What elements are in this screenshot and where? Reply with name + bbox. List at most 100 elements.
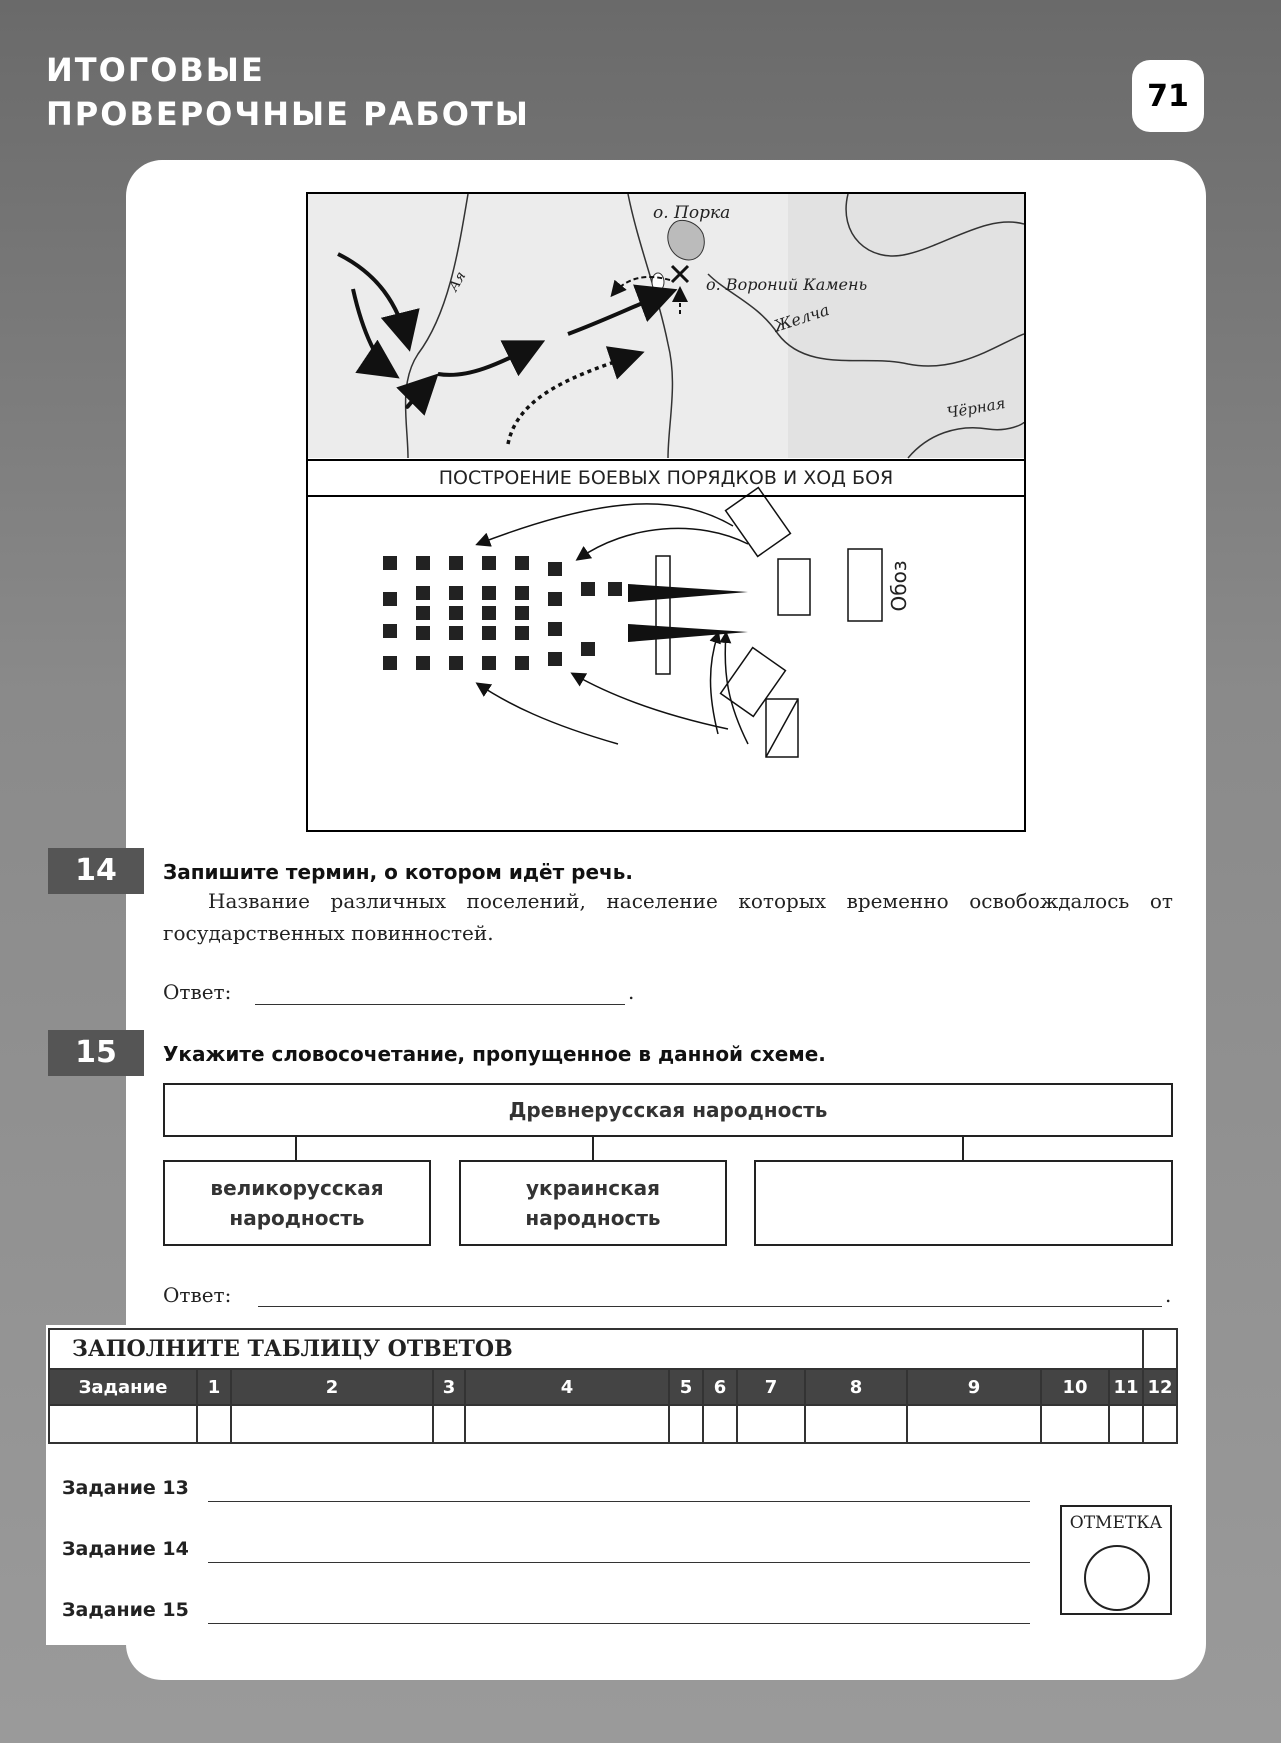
scheme-connector (592, 1137, 594, 1161)
front-line (655, 555, 671, 675)
river-chernaya (907, 421, 1024, 459)
task-14-question: Запишите термин, о котором идёт речь. (163, 860, 633, 884)
answer-cell[interactable] (668, 1404, 704, 1444)
attack-arrow-dashed (506, 346, 645, 445)
footer-task-15-label: Задание 15 (62, 1599, 189, 1621)
header-cell-12: 12 (1142, 1368, 1179, 1406)
attack-arrow (337, 252, 420, 352)
flank-arrow (475, 503, 734, 547)
task-14-badge: 14 (48, 848, 144, 894)
label-porka: о. Порка (653, 203, 730, 223)
flank-arrow (719, 631, 749, 745)
answers-table-title-cell (1142, 1328, 1179, 1370)
answer-cell[interactable] (736, 1404, 806, 1444)
page-number: 71 (1132, 60, 1204, 132)
header-cell-8: 8 (804, 1368, 908, 1406)
footer-task-14-input[interactable] (208, 1562, 1030, 1563)
retreat-arrow (610, 275, 671, 298)
answer-cell[interactable] (906, 1404, 1042, 1444)
header-cell-3: 3 (432, 1368, 466, 1406)
answers-table-row (48, 1404, 1179, 1444)
task-14-answer-dot: . (628, 980, 635, 1004)
header-cell-5: 5 (668, 1368, 704, 1406)
map-terrain-east (788, 194, 1024, 458)
header-cell-6: 6 (702, 1368, 738, 1406)
task-15-answer-input[interactable] (258, 1306, 1162, 1307)
footer-task-13-input[interactable] (208, 1501, 1030, 1502)
task-15-answer-dot: . (1165, 1283, 1172, 1307)
island-voroniy (651, 272, 665, 292)
header-cell-4: 4 (464, 1368, 670, 1406)
flank-arrow (570, 672, 729, 730)
coast-north (845, 194, 1024, 257)
attack-arrow (396, 373, 439, 416)
flank-arrow (709, 631, 721, 735)
scheme-box-great-russian: великорусская народность (163, 1160, 431, 1246)
task-15-badge: 15 (48, 1030, 144, 1076)
river-zhelcha (707, 273, 1024, 367)
grade-box: ОТМЕТКА (1060, 1505, 1172, 1615)
scheme-connector (295, 1137, 297, 1161)
flank-arrow (575, 527, 749, 561)
footer-task-15-input[interactable] (208, 1623, 1030, 1624)
wedge-arrow (628, 584, 748, 602)
header-cell-9: 9 (906, 1368, 1042, 1406)
header-cell-task: Задание (48, 1368, 198, 1406)
answer-cell[interactable] (1142, 1404, 1179, 1444)
attack-arrow (351, 288, 400, 379)
flank-arrow (475, 682, 619, 745)
answers-table-title: ЗАПОЛНИТЕ ТАБЛИЦУ ОТВЕТОВ (47, 1328, 1145, 1370)
wedge-arrow (628, 624, 748, 642)
battle-map-figure: о. Порка о. Вороний Камень Ая Желча Чёрн… (306, 192, 1026, 832)
header-cell-7: 7 (736, 1368, 806, 1406)
task-14-answer-input[interactable] (255, 1004, 625, 1005)
oboz-box (847, 548, 883, 622)
attack-arrow (437, 340, 546, 377)
ambush-box (719, 646, 787, 718)
map-caption: ПОСТРОЕНИЕ БОЕВЫХ ПОРЯДКОВ И ХОД БОЯ (308, 459, 1024, 497)
answer-cell[interactable] (230, 1404, 434, 1444)
box-diagonal (765, 698, 799, 758)
reserve-box (777, 558, 811, 616)
grade-label: ОТМЕТКА (1069, 1513, 1163, 1533)
answer-cell[interactable] (432, 1404, 466, 1444)
header-cell-2: 2 (230, 1368, 434, 1406)
river-ai (404, 194, 469, 459)
answer-cell-label (48, 1404, 198, 1444)
attack-arrow (567, 284, 678, 336)
scheme-connector (962, 1137, 964, 1161)
formation-diagram: Обоз (383, 486, 911, 758)
header-cell-1: 1 (196, 1368, 232, 1406)
answer-cell[interactable] (804, 1404, 908, 1444)
section-title-line2: ПРОВЕРОЧНЫЕ РАБОТЫ (46, 95, 530, 133)
header-cell-11: 11 (1107, 1368, 1145, 1406)
answer-cell[interactable] (464, 1404, 670, 1444)
scheme-box-missing[interactable] (754, 1160, 1173, 1246)
coastline (627, 194, 674, 459)
section-title-line1: ИТОГОВЫЕ (46, 51, 265, 89)
answer-cell[interactable] (1040, 1404, 1110, 1444)
answer-cell[interactable] (702, 1404, 738, 1444)
scheme-box-ukrainian: украинская народность (459, 1160, 727, 1246)
section-title: ИТОГОВЫЕ ПРОВЕРОЧНЫЕ РАБОТЫ (46, 48, 530, 136)
answer-cell[interactable] (1107, 1404, 1145, 1444)
answer-cell[interactable] (196, 1404, 232, 1444)
scheme-top-box: Древнерусская народность (163, 1083, 1173, 1137)
answers-table-header: Задание 1 2 3 4 5 6 7 8 9 10 11 12 (48, 1368, 1179, 1406)
battle-site-icon (670, 264, 690, 284)
task-14-text: Название различных поселений, население … (163, 889, 1173, 945)
ambush-box (724, 486, 792, 558)
island-porka (667, 219, 705, 261)
task-15-answer-label: Ответ: (163, 1283, 232, 1307)
task-14-answer-label: Ответ: (163, 980, 232, 1004)
task-15-question: Укажите словосочетание, пропущенное в да… (163, 1042, 826, 1066)
label-voroniy: о. Вороний Камень (706, 275, 867, 294)
answers-table: ЗАПОЛНИТЕ ТАБЛИЦУ ОТВЕТОВ Задание 1 2 3 … (47, 1328, 1179, 1444)
header-cell-10: 10 (1040, 1368, 1110, 1406)
oboz-label: Обоз (887, 561, 911, 612)
troop-blocks (383, 556, 622, 670)
footer-task-13-label: Задание 13 (62, 1477, 189, 1499)
grade-circle[interactable] (1084, 1545, 1150, 1611)
battle-map-svg: о. Порка о. Вороний Камень Ая Желча Чёрн… (308, 194, 1024, 758)
footer-task-14-label: Задание 14 (62, 1538, 189, 1560)
